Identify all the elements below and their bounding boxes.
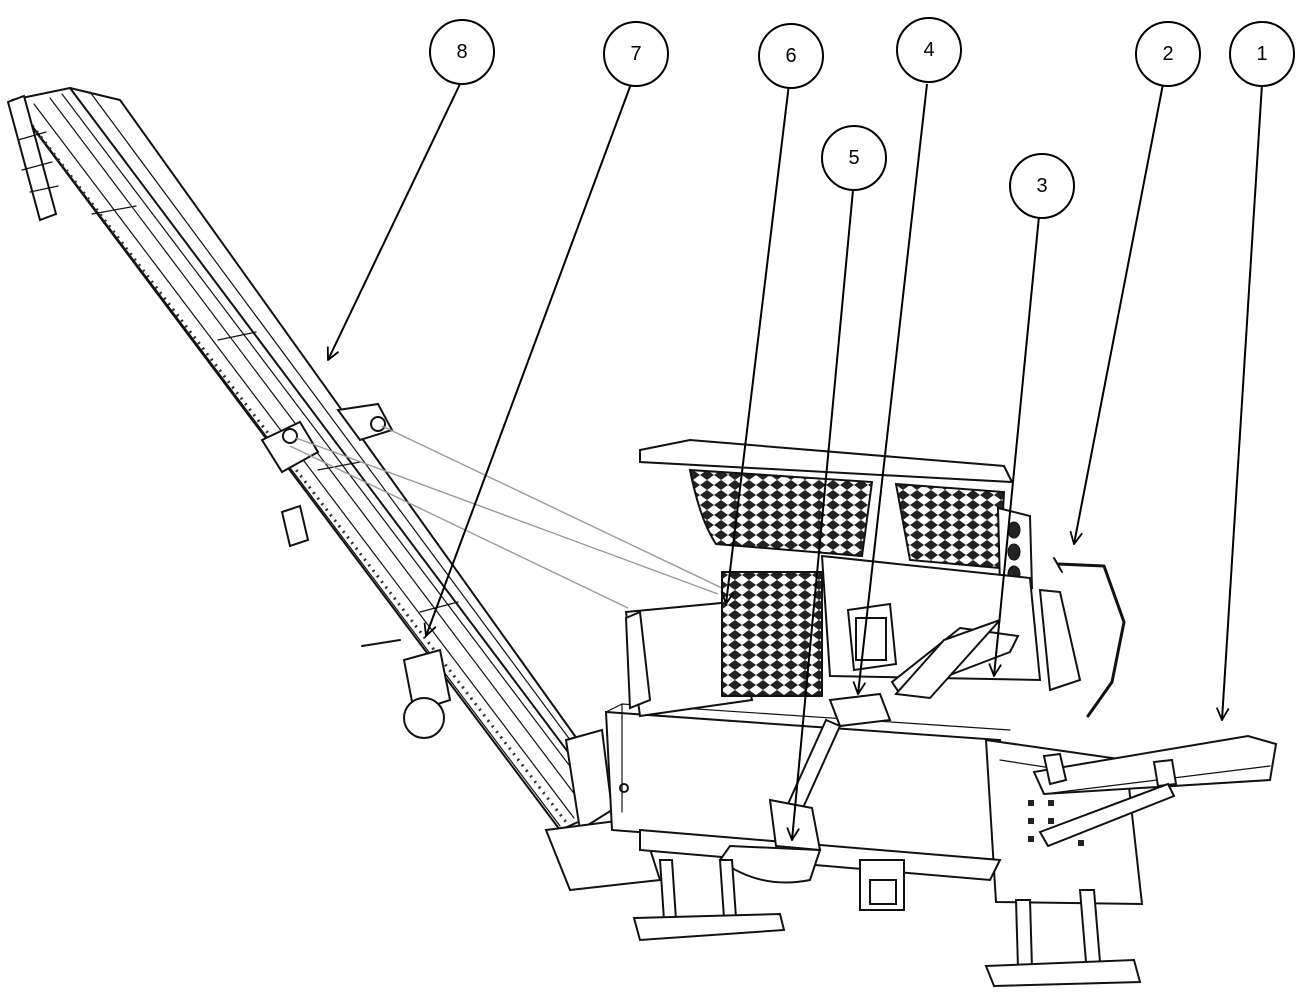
callout-3-label: 3 <box>1036 175 1047 197</box>
callout-1-label: 1 <box>1256 43 1267 65</box>
callout-5-leader <box>792 189 854 840</box>
callout-2-label: 2 <box>1162 43 1173 65</box>
callout-4-leader <box>858 83 928 694</box>
callout-1: 1 <box>1229 21 1295 87</box>
callout-4: 4 <box>896 17 962 83</box>
callout-3-leader <box>994 215 1040 676</box>
callout-7: 7 <box>603 21 669 87</box>
callout-5-label: 5 <box>848 147 859 169</box>
callouts: 1 2 3 4 5 6 7 8 <box>328 17 1295 840</box>
callout-8-leader <box>328 83 461 360</box>
callout-3: 3 <box>1009 153 1075 219</box>
callout-6: 6 <box>758 23 824 89</box>
callout-2-leader <box>1074 83 1164 544</box>
callout-8-label: 8 <box>456 41 467 63</box>
callout-7-leader <box>426 83 632 636</box>
conveyor <box>6 87 723 892</box>
callout-4-label: 4 <box>923 39 934 61</box>
callout-7-label: 7 <box>630 43 641 65</box>
machine-body <box>604 438 1278 988</box>
callout-8: 8 <box>429 19 495 85</box>
callout-2: 2 <box>1135 21 1201 87</box>
callout-5: 5 <box>821 125 887 191</box>
callout-1-leader <box>1222 83 1263 720</box>
callout-6-label: 6 <box>785 45 796 67</box>
callout-6-leader <box>726 83 790 604</box>
